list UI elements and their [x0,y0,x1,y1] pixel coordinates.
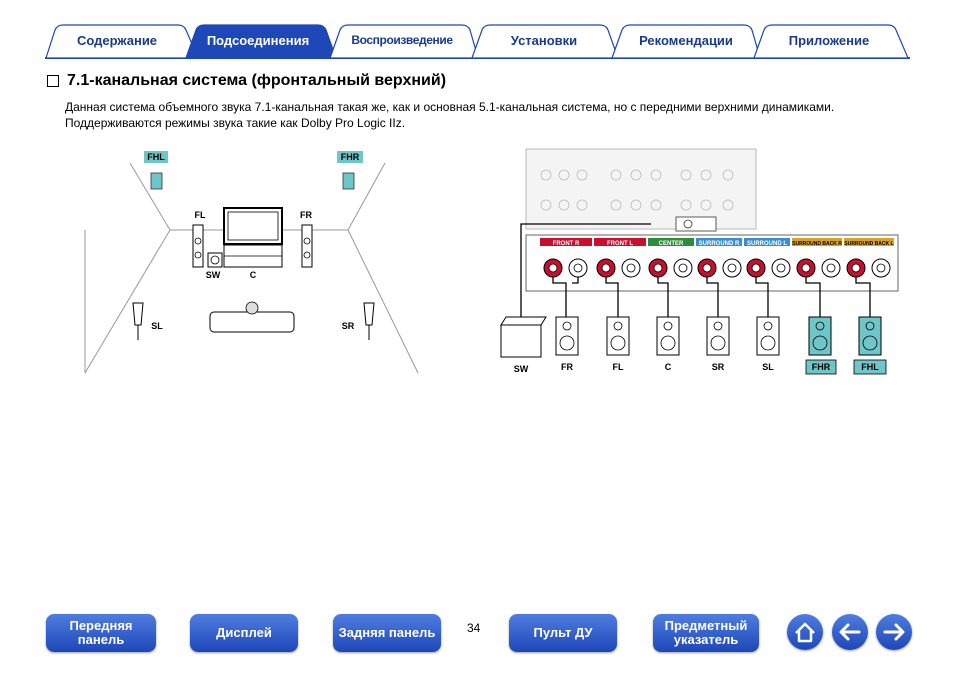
fhr-tag [805,359,837,375]
section-title: 7.1-канальная система (фронтальный верхн… [67,72,447,89]
surround-back-r-tag [792,238,842,246]
tab-appendix[interactable] [753,24,909,59]
speaker-label-fhl: FHL [861,362,879,372]
surround-r-text: SURROUND R [699,241,740,247]
tab-bar: Содержание Подсоединения Воспроизведение… [0,0,954,62]
tab-label-appendix[interactable]: Приложение [788,33,870,48]
speaker-label-sr: SR [712,362,725,372]
room-diagram: FHL FHR FL FR SW C SL SR [84,151,419,374]
arrow-right-icon [883,623,905,641]
sl-label: SL [151,321,163,331]
fhl-speaker-icon [150,172,163,190]
speaker-label-sw: SW [514,364,529,374]
speaker-label-fl: FL [613,362,624,372]
description: Данная система объемного звука 7.1-канал… [65,99,925,131]
fl-label: FL [195,210,206,220]
fhl-badge [144,151,168,163]
tab-label-connections[interactable]: Подсоединения [206,33,310,48]
center-text: CENTER [659,241,684,247]
speaker-label-c: C [665,362,672,372]
wiring-diagram: FRONT R FRONT L CENTER SURROUND R SURROU… [500,148,899,375]
receiver-back-panel [525,148,757,230]
back-button[interactable] [832,614,868,650]
rear-panel-button[interactable]: Задняя панель [333,614,441,652]
sw-label: SW [206,270,221,280]
sw-box-icon [500,324,542,358]
page-number: 34 [467,621,481,635]
front-r-tag [540,238,592,246]
fhl-tag [853,359,887,375]
tab-contents[interactable] [45,24,199,59]
fhl-label: FHL [147,152,165,162]
tab-label-settings[interactable]: Установки [510,33,578,48]
sr-label: SR [342,321,355,331]
tab-tips[interactable] [611,24,761,59]
surround-back-l-text: SURROUND BACK L [844,241,893,247]
fhr-speaker-icon [342,172,355,190]
sw-speaker-icon [207,252,223,268]
speaker-label-fr: FR [561,362,573,372]
sofa-icon [209,311,295,333]
speaker-label-sl: SL [762,362,774,372]
tab-label-contents[interactable]: Содержание [76,33,158,48]
tab-playback[interactable] [329,24,479,59]
tab-settings[interactable] [471,24,619,59]
sr-speaker-icon [363,302,375,326]
front-panel-button[interactable]: Передняя панель [46,614,156,652]
speaker-label-fhr: FHR [812,362,831,372]
speaker-wires [520,223,871,317]
home-icon [795,622,815,643]
preout-connector [675,216,717,232]
surround-l-text: SURROUND L [747,241,787,247]
listener-icon [245,301,259,315]
checkbox-bullet-icon [47,75,59,87]
fr-label: FR [300,210,312,220]
surround-l-tag [744,238,790,246]
front-l-text: FRONT L [607,241,633,247]
surround-back-r-text: SURROUND BACK R [792,241,842,247]
fr-speaker-icon [301,224,313,268]
description-line-2: Поддерживаются режимы звука такие как Do… [65,116,406,130]
front-l-tag [594,238,646,246]
remote-button[interactable]: Пульт ДУ [509,614,617,652]
section-heading: 7.1-канальная система (фронтальный верхн… [47,72,446,90]
sl-speaker-icon [132,302,144,326]
tab-label-playback[interactable]: Воспроизведение [351,33,453,47]
c-label: C [250,270,257,280]
index-button[interactable]: Предметный указатель [653,614,759,652]
speaker-boxes [555,316,882,356]
forward-button[interactable] [876,614,912,650]
tab-shapes [45,24,910,59]
center-tag [648,238,694,246]
surround-r-tag [696,238,742,246]
surround-back-l-tag [844,238,894,246]
home-button[interactable] [787,614,823,650]
display-button[interactable]: Дисплей [190,614,298,652]
front-r-text: FRONT R [553,241,580,247]
tab-label-tips[interactable]: Рекомендации [639,33,733,48]
fhr-label: FHR [341,152,360,162]
fhr-badge [337,151,363,163]
description-line-1: Данная система объемного звука 7.1-канал… [65,100,835,114]
fl-speaker-icon [192,224,204,268]
tab-connections[interactable] [185,24,337,59]
arrow-left-icon [839,623,861,641]
